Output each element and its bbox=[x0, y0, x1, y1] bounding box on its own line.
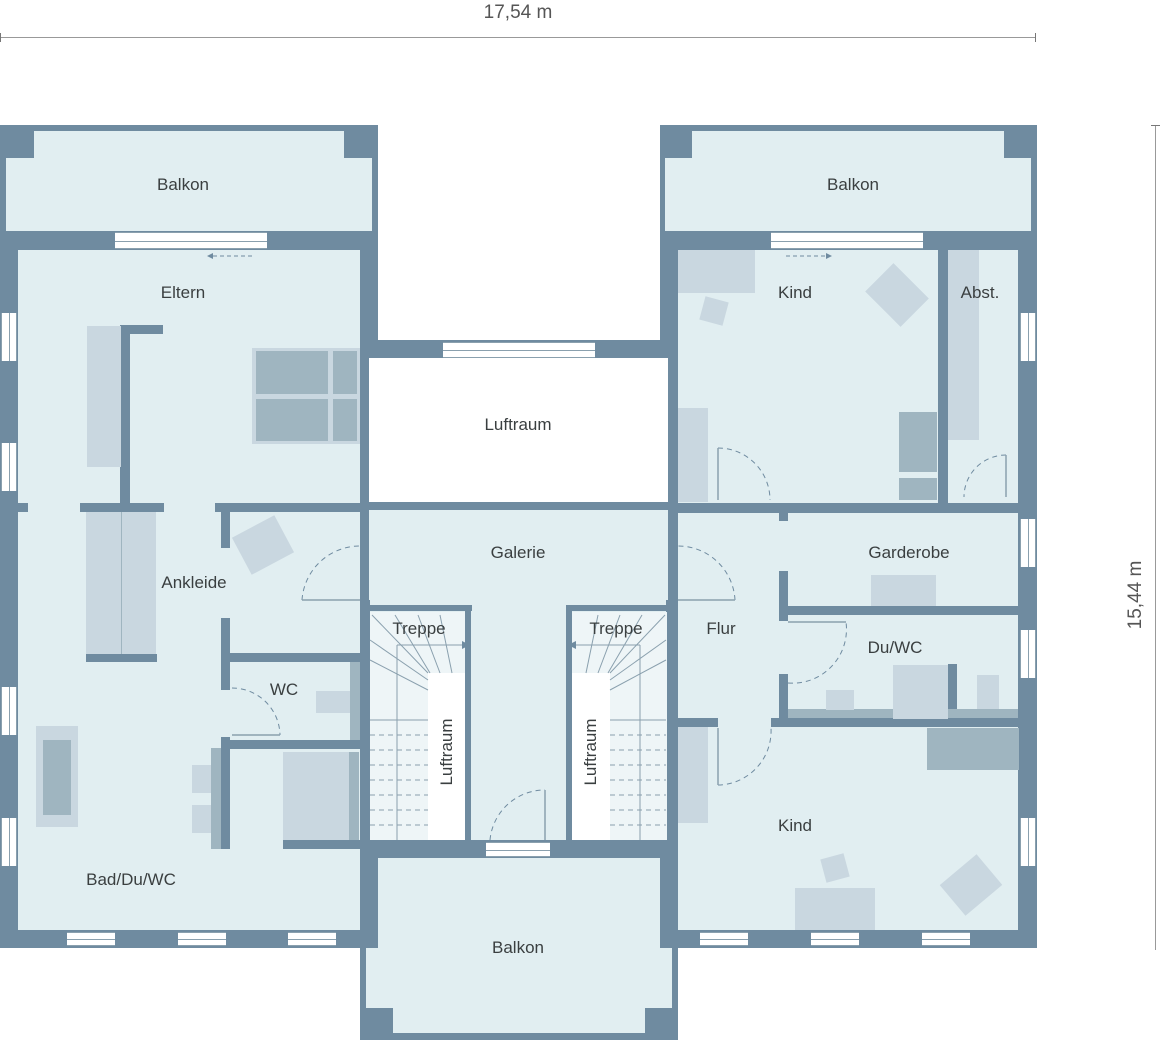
shower bbox=[893, 665, 948, 719]
room-label-kind-bottom: Kind bbox=[777, 816, 813, 835]
window bbox=[1020, 519, 1036, 567]
window bbox=[1, 818, 17, 866]
balcony-bottom bbox=[378, 858, 660, 950]
window bbox=[1, 313, 17, 361]
room-label-du-wc: Du/WC bbox=[867, 638, 923, 657]
room-label-balkon-bottom: Balkon bbox=[492, 938, 544, 957]
cabinet bbox=[899, 412, 937, 472]
room-label-wc: WC bbox=[269, 680, 299, 699]
window bbox=[1, 687, 17, 735]
room-label-flur: Flur bbox=[706, 619, 736, 638]
room-label-balkon-right: Balkon bbox=[827, 175, 879, 194]
window bbox=[771, 232, 923, 249]
window bbox=[1, 443, 17, 491]
window bbox=[443, 342, 595, 358]
room-label-balkon-left: Balkon bbox=[157, 175, 209, 194]
room-label-luftraum-top: Luftraum bbox=[484, 415, 552, 434]
window bbox=[811, 932, 859, 946]
window bbox=[1020, 630, 1036, 678]
room-label-kind-top: Kind bbox=[777, 283, 813, 302]
width-label: 17,54 m bbox=[483, 2, 553, 23]
shelves bbox=[678, 408, 708, 502]
balcony-left bbox=[6, 158, 372, 231]
toilet bbox=[977, 675, 999, 709]
room-label-ankleide: Ankleide bbox=[161, 573, 227, 592]
stair-void-right bbox=[572, 673, 610, 840]
room-label-bad: Bad/Du/WC bbox=[86, 870, 176, 889]
bed-desk bbox=[927, 728, 1019, 770]
window bbox=[922, 932, 970, 946]
window bbox=[67, 932, 115, 946]
wardrobe bbox=[87, 326, 121, 467]
sink bbox=[826, 690, 854, 710]
room-label-garderobe: Garderobe bbox=[868, 543, 950, 562]
desk bbox=[678, 250, 755, 293]
storage-shelves bbox=[948, 250, 979, 440]
balcony-right bbox=[665, 158, 1031, 231]
window bbox=[486, 842, 550, 857]
toilet bbox=[316, 691, 350, 713]
window bbox=[1020, 313, 1036, 361]
room-label-treppe-left: Treppe bbox=[392, 619, 446, 638]
room-label-treppe-right: Treppe bbox=[589, 619, 643, 638]
sink bbox=[192, 765, 211, 793]
desk bbox=[795, 888, 875, 930]
void-luftraum-top bbox=[369, 358, 668, 502]
room-label-luftraum-stair-left: Luftraum bbox=[437, 718, 456, 786]
room-label-galerie: Galerie bbox=[490, 543, 546, 562]
window bbox=[115, 232, 267, 249]
stair-void-left bbox=[428, 673, 465, 840]
window bbox=[288, 932, 336, 946]
room-label-abst: Abst. bbox=[960, 283, 1000, 302]
room-label-luftraum-stair-right: Luftraum bbox=[581, 718, 600, 786]
window bbox=[700, 932, 748, 946]
shelves bbox=[678, 727, 708, 823]
window bbox=[178, 932, 226, 946]
window bbox=[1020, 818, 1036, 866]
shower bbox=[283, 752, 349, 840]
coat-cabinet bbox=[871, 575, 936, 606]
room-label-eltern: Eltern bbox=[160, 283, 206, 302]
sink bbox=[192, 805, 211, 833]
